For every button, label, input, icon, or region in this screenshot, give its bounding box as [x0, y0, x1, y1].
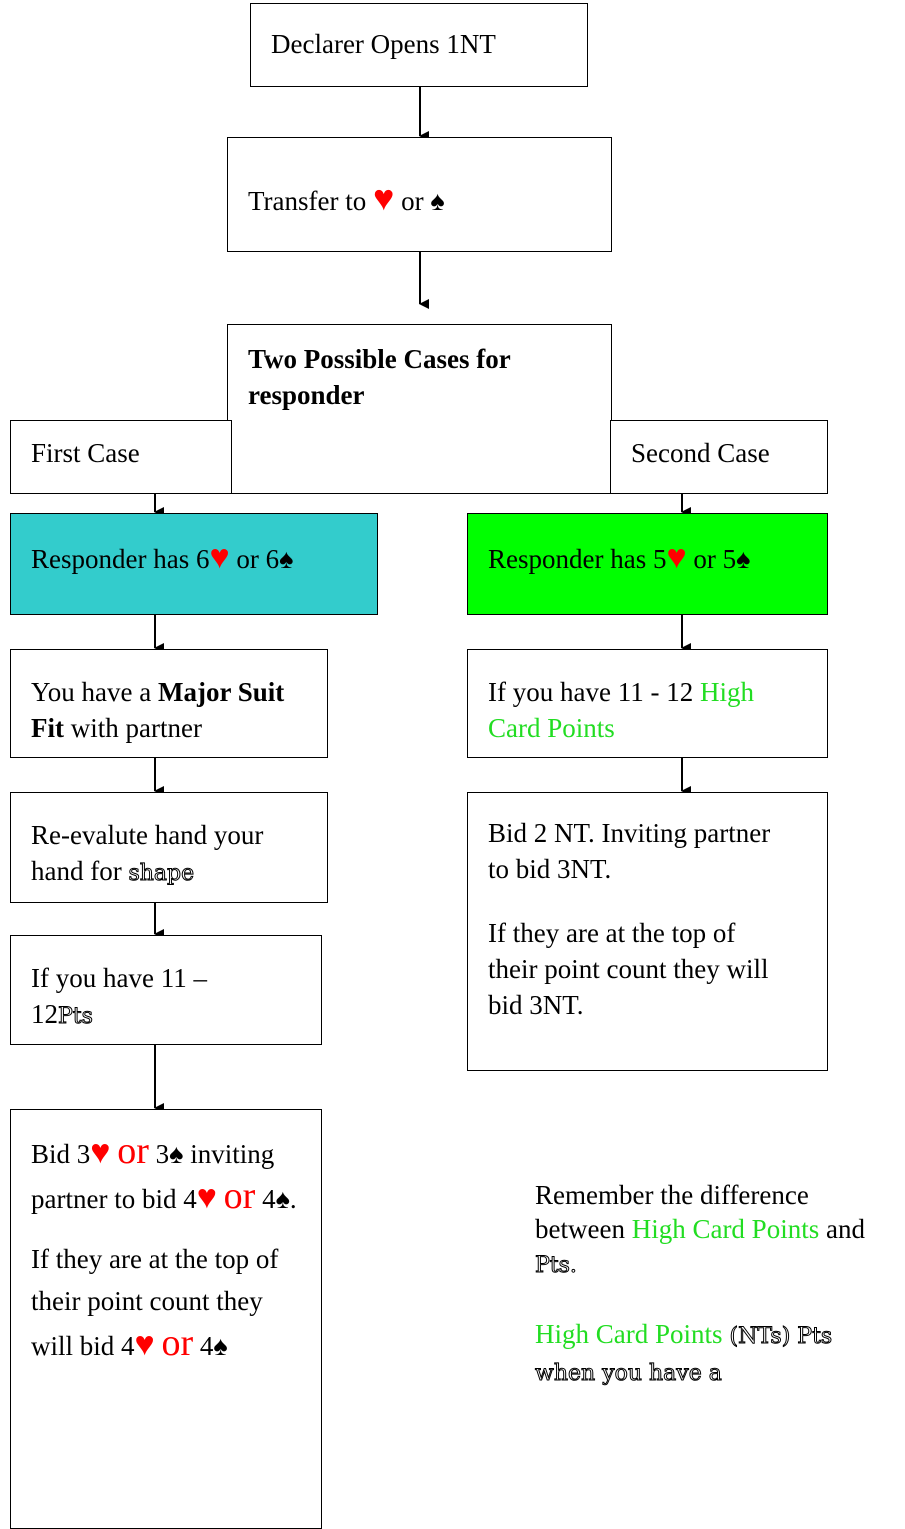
responder-5-text: Responder has 5	[488, 544, 667, 574]
bid-or: or	[161, 1322, 194, 1364]
spade-icon: ♠	[430, 186, 445, 216]
bid-para2-b: 4	[199, 1331, 214, 1361]
note-line2-outline: (NTs) Pts when you have a	[534, 1324, 833, 1387]
bid-or: or	[223, 1175, 256, 1217]
hcp-text: If you have 11 - 12	[488, 677, 700, 707]
heart-icon: ♥	[134, 1326, 155, 1363]
box-hcp: If you have 11 - 12 High Card Points	[467, 649, 828, 758]
reevaluate-text: Re-evalute hand your hand for	[31, 820, 264, 886]
note-difference: Remember the difference between High Car…	[534, 1178, 885, 1391]
heart-icon: ♥	[90, 1134, 111, 1171]
note-line1-outline: Pts.	[535, 1253, 578, 1279]
bid2nt-para1: Bid 2 NT. Inviting partner to bid 3NT.	[488, 818, 771, 884]
spade-icon: ♠	[275, 1184, 290, 1214]
box-two-cases: Two Possible Cases for responder	[227, 324, 612, 494]
box-bid-2nt: Bid 2 NT. Inviting partner to bid 3NT. I…	[467, 792, 828, 1071]
responder-5-count: 5	[722, 544, 737, 574]
heart-icon: ♥	[196, 1179, 217, 1216]
box-if-pts: If you have 11 – 12Pts	[10, 935, 322, 1045]
box-reevaluate: Re-evalute hand your hand for shape	[10, 792, 328, 903]
major-fit-bold: Major Suit Fit	[31, 677, 285, 743]
major-fit-prefix: You have a	[31, 677, 158, 707]
responder-6-or: or	[236, 544, 259, 574]
spade-icon: ♠	[169, 1139, 184, 1169]
box-declarer-opens: Declarer Opens 1NT	[250, 3, 588, 87]
responder-6-count: 6	[265, 544, 280, 574]
heart-icon: ♥	[209, 539, 230, 576]
bid-para2-a: If they are at the top of their point co…	[31, 1244, 279, 1361]
transfer-text: Transfer to	[248, 186, 367, 216]
spade-icon: ♠	[736, 544, 751, 574]
start-text: Declarer Opens 1NT	[271, 29, 496, 59]
bid-line1-b: 3	[155, 1139, 170, 1169]
heart-icon: ♥	[666, 539, 687, 576]
responder-6-text: Responder has 6	[31, 544, 210, 574]
box-transfer: Transfer to ♥ or ♠	[227, 137, 612, 252]
box-major-suit-fit: You have a Major Suit Fit with partner	[10, 649, 328, 758]
spade-icon: ♠	[213, 1331, 228, 1361]
bid2nt-para2: If they are at the top of their point co…	[488, 918, 769, 1020]
note-line2-green: High Card Points	[535, 1319, 723, 1349]
transfer-or: or	[401, 186, 424, 216]
reevaluate-outline: shape	[128, 861, 195, 887]
note-line1-green: High Card Points	[631, 1214, 820, 1244]
note-line1-b: and	[819, 1214, 865, 1244]
hcp-green: High Card Points	[488, 677, 754, 743]
bid-line2-a: inviting partner to bid 4	[31, 1139, 275, 1214]
two-cases-text: Two Possible Cases for responder	[248, 344, 511, 410]
bid-or: or	[117, 1130, 149, 1172]
box-responder-6: Responder has 6♥ or 6♠	[10, 513, 378, 615]
major-fit-suffix: with partner	[64, 713, 202, 743]
if-pts-outline: Pts	[58, 1004, 94, 1030]
spade-icon: ♠	[279, 544, 294, 574]
responder-5-or: or	[693, 544, 716, 574]
box-first-case: First Case	[10, 420, 232, 494]
box-responder-5: Responder has 5♥ or 5♠	[467, 513, 828, 615]
note-line1-a: Remember the difference between	[535, 1180, 809, 1244]
bid-line2-b: 4	[262, 1184, 276, 1214]
first-case-label: First Case	[31, 438, 140, 468]
second-case-label: Second Case	[631, 438, 770, 468]
if-pts-text: If you have 11 – 12	[31, 963, 207, 1029]
box-second-case: Second Case	[610, 420, 828, 494]
bid-line1-a: Bid 3	[31, 1139, 91, 1169]
bid-line2-end: .	[289, 1184, 297, 1214]
heart-icon: ♥	[373, 178, 395, 218]
box-bid-3: Bid 3♥ or 3♠ inviting partner to bid 4♥ …	[10, 1109, 322, 1529]
